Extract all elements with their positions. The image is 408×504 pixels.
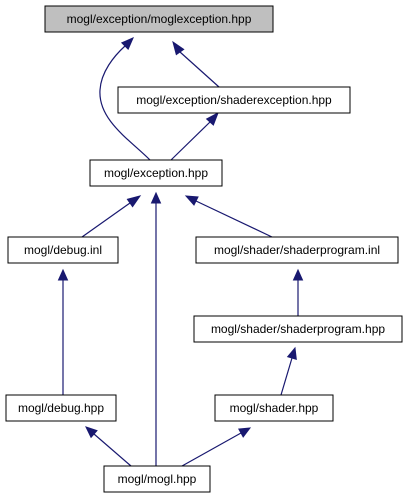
- node-shaderprogram-hpp[interactable]: mogl/shader/shaderprogram.hpp: [193, 315, 403, 343]
- node-shaderexception[interactable]: mogl/exception/shaderexception.hpp: [117, 86, 351, 114]
- edge-shader_hpp-to-shaderprogram_hpp: [280, 346, 297, 396]
- node-label: mogl/exception.hpp: [104, 166, 208, 180]
- node-label: mogl/exception/moglexception.hpp: [67, 12, 252, 26]
- node-exception[interactable]: mogl/exception.hpp: [89, 159, 223, 187]
- node-shader-hpp[interactable]: mogl/shader.hpp: [214, 394, 334, 422]
- edge-line: [195, 200, 273, 238]
- arrowhead-icon: [57, 268, 69, 281]
- edge-debug_inl-to-exception: [81, 195, 142, 238]
- edge-line: [170, 121, 211, 161]
- node-label: mogl/exception/shaderexception.hpp: [136, 93, 332, 107]
- node-moglexception: mogl/exception/moglexception.hpp: [44, 5, 274, 33]
- node-debug-hpp[interactable]: mogl/debug.hpp: [5, 394, 117, 422]
- node-mogl-hpp[interactable]: mogl/mogl.hpp: [103, 465, 211, 493]
- edge-exception-to-shaderexception: [170, 111, 219, 161]
- arrowhead-icon: [238, 427, 252, 438]
- node-label: mogl/mogl.hpp: [118, 472, 197, 486]
- edge-line: [179, 51, 220, 88]
- edge-exception-to-moglexception: [99, 37, 151, 161]
- edge-line: [93, 433, 132, 467]
- arrowhead-icon: [120, 37, 134, 51]
- arrowhead-icon: [85, 426, 98, 439]
- nodes: mogl/exception/moglexception.hpp mogl/exc…: [5, 5, 403, 493]
- edge-debug_hpp-to-debug_inl: [57, 268, 69, 395]
- arrowhead-icon: [205, 111, 219, 126]
- node-label: mogl/shader.hpp: [230, 401, 319, 415]
- arrowhead-icon: [292, 268, 304, 281]
- node-label: mogl/shader/shaderprogram.hpp: [211, 322, 385, 336]
- node-box: [214, 394, 334, 422]
- edge-shaderprogram_inl-to-exception: [184, 195, 273, 238]
- edge-line: [280, 357, 293, 396]
- node-debug-inl[interactable]: mogl/debug.inl: [7, 236, 119, 264]
- arrowhead-icon: [172, 40, 185, 56]
- node-box: [7, 236, 119, 264]
- arrowhead-icon: [150, 191, 162, 204]
- edges: [57, 37, 304, 467]
- arrowhead-icon: [184, 195, 199, 206]
- edge-line: [81, 202, 131, 238]
- edge-line: [181, 432, 242, 467]
- edge-mogl_hpp-to-shader_hpp: [181, 427, 252, 467]
- node-label: mogl/debug.hpp: [18, 401, 104, 415]
- node-box: [44, 5, 274, 33]
- arrowhead-icon: [126, 195, 142, 208]
- edge-mogl_hpp-to-exception: [150, 191, 162, 466]
- edge-shaderprogram_hpp-to-shaderprogram_inl: [292, 268, 304, 316]
- node-label: mogl/debug.inl: [24, 243, 102, 257]
- node-box: [117, 86, 351, 114]
- node-box: [103, 465, 211, 493]
- node-shaderprogram-inl[interactable]: mogl/shader/shaderprogram.inl: [195, 236, 399, 264]
- node-box: [195, 236, 399, 264]
- node-box: [193, 315, 403, 343]
- edge-mogl_hpp-to-debug_hpp: [85, 426, 132, 467]
- arrowhead-icon: [286, 346, 297, 360]
- node-label: mogl/shader/shaderprogram.inl: [214, 243, 380, 257]
- node-box: [5, 394, 117, 422]
- edge-shaderexception-to-moglexception: [172, 40, 220, 88]
- node-box: [89, 159, 223, 187]
- edge-line: [99, 45, 151, 161]
